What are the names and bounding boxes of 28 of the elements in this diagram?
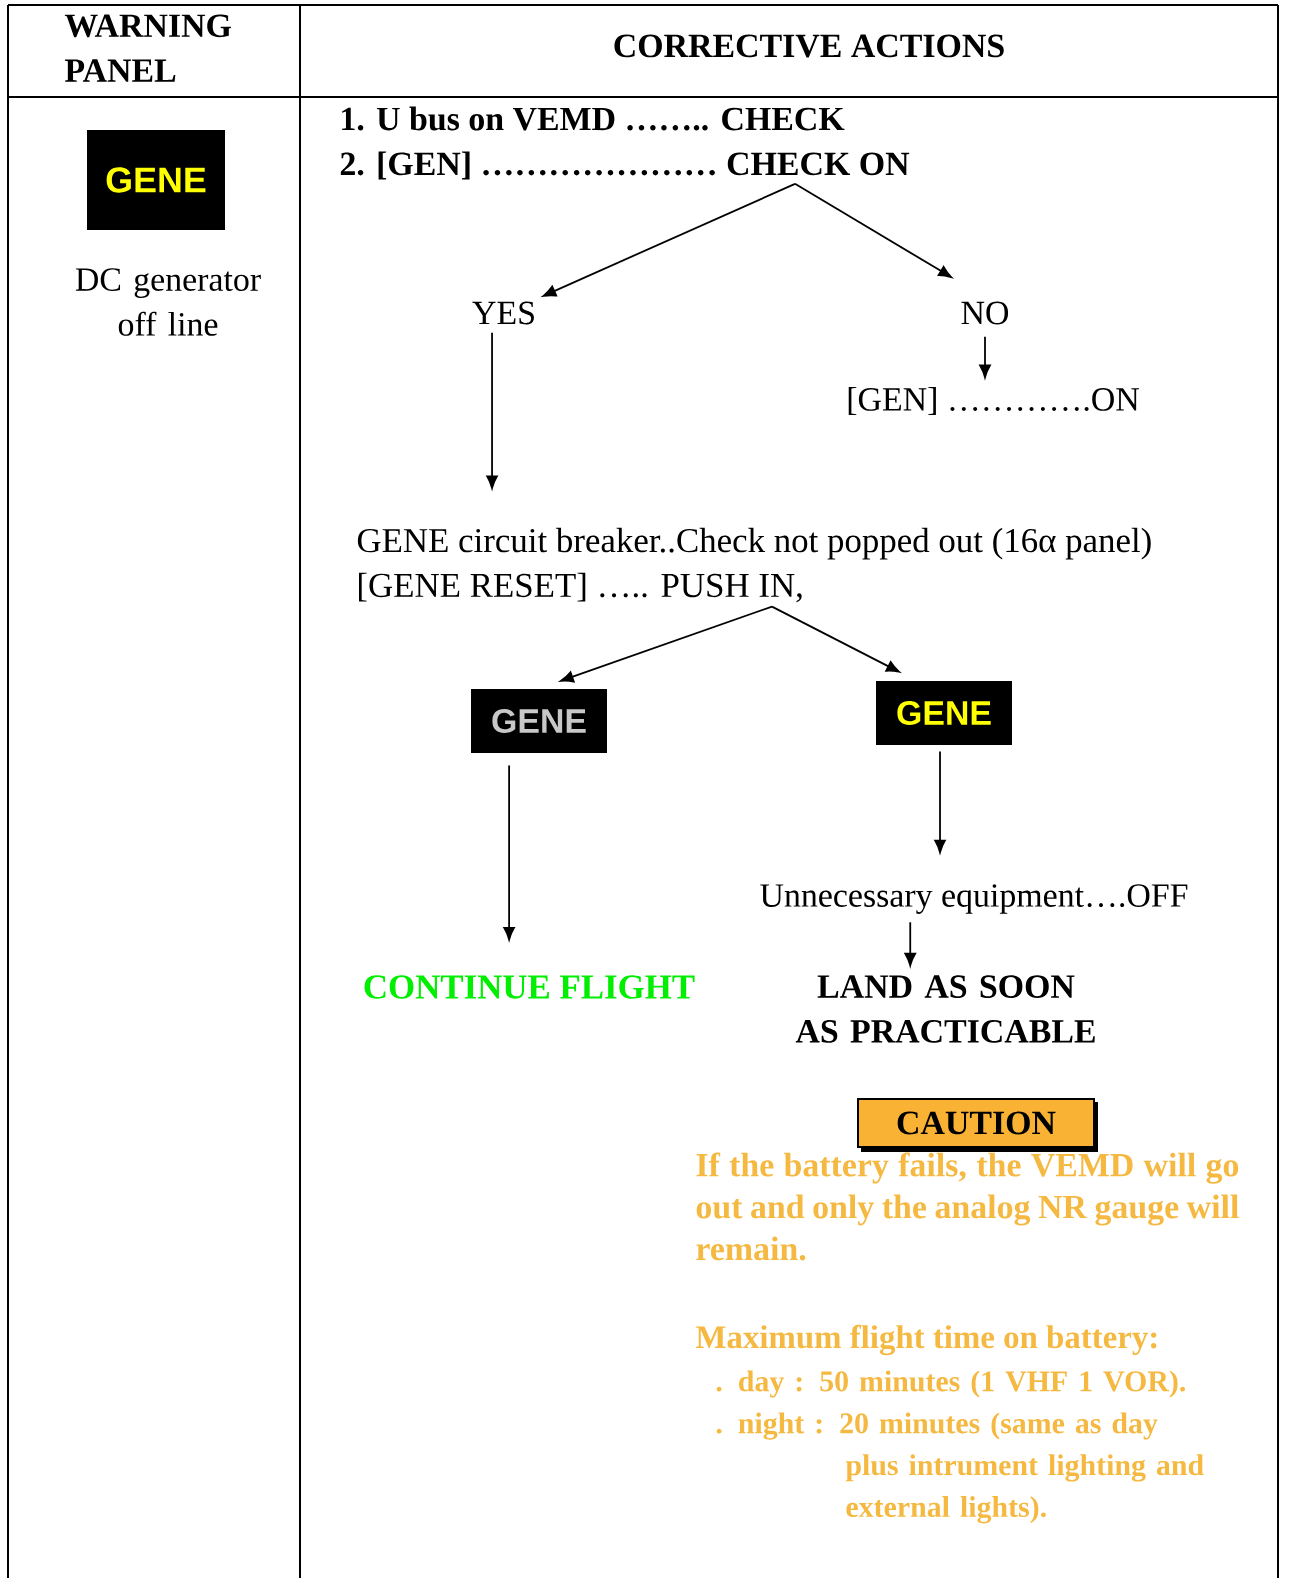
- branch-label: YES: [472, 301, 534, 325]
- caution-text: . night : 20 minutes (same as day plus intrument lighting and external lights).: [716, 1412, 1204, 1524]
- arrow: [542, 182, 796, 297]
- caution-text: . day : 50 minutes (1 VHF 1 VOR).: [716, 1370, 1186, 1398]
- description-text: DC generator off line: [75, 268, 261, 336]
- caution-text: If the battery fails, the VEMD will go out and only the analog NR gauge will remain.: [696, 1152, 1239, 1261]
- warning-light: GENE: [876, 681, 1012, 745]
- action-text: Unnecessary equipment….OFF: [760, 884, 1188, 914]
- outcome-text: LAND AS SOON AS PRACTICABLE: [795, 975, 1095, 1043]
- arrow: [904, 921, 916, 967]
- arrow: [560, 605, 773, 683]
- arrow: [503, 764, 515, 941]
- arrow: [486, 331, 498, 489]
- arrow: [979, 335, 991, 379]
- caution-box: CAUTION: [857, 1098, 1098, 1152]
- outcome-text: CONTINUE FLIGHT: [364, 975, 695, 999]
- column-header: WARNING PANEL: [64, 14, 231, 82]
- branch-label: NO: [961, 301, 1009, 325]
- step-text: 1. U bus on VEMD …….. CHECK 2. [GEN] ………………… CHECK ON: [340, 106, 910, 180]
- arrow: [794, 182, 953, 278]
- caution-text: Maximum flight time on battery:: [695, 1324, 1157, 1356]
- action-text: [GEN] ………….ON: [848, 387, 1139, 416]
- action-text: GENE circuit breaker..Check not popped out (16α panel) [GENE RESET] ….. PUSH IN,: [357, 527, 1151, 603]
- warning-light: GENE: [471, 689, 607, 753]
- column-header: CORRECTIVE ACTIONS: [614, 34, 1004, 58]
- warning-light: GENE: [87, 130, 225, 230]
- arrow: [934, 750, 946, 854]
- arrow: [771, 605, 900, 673]
